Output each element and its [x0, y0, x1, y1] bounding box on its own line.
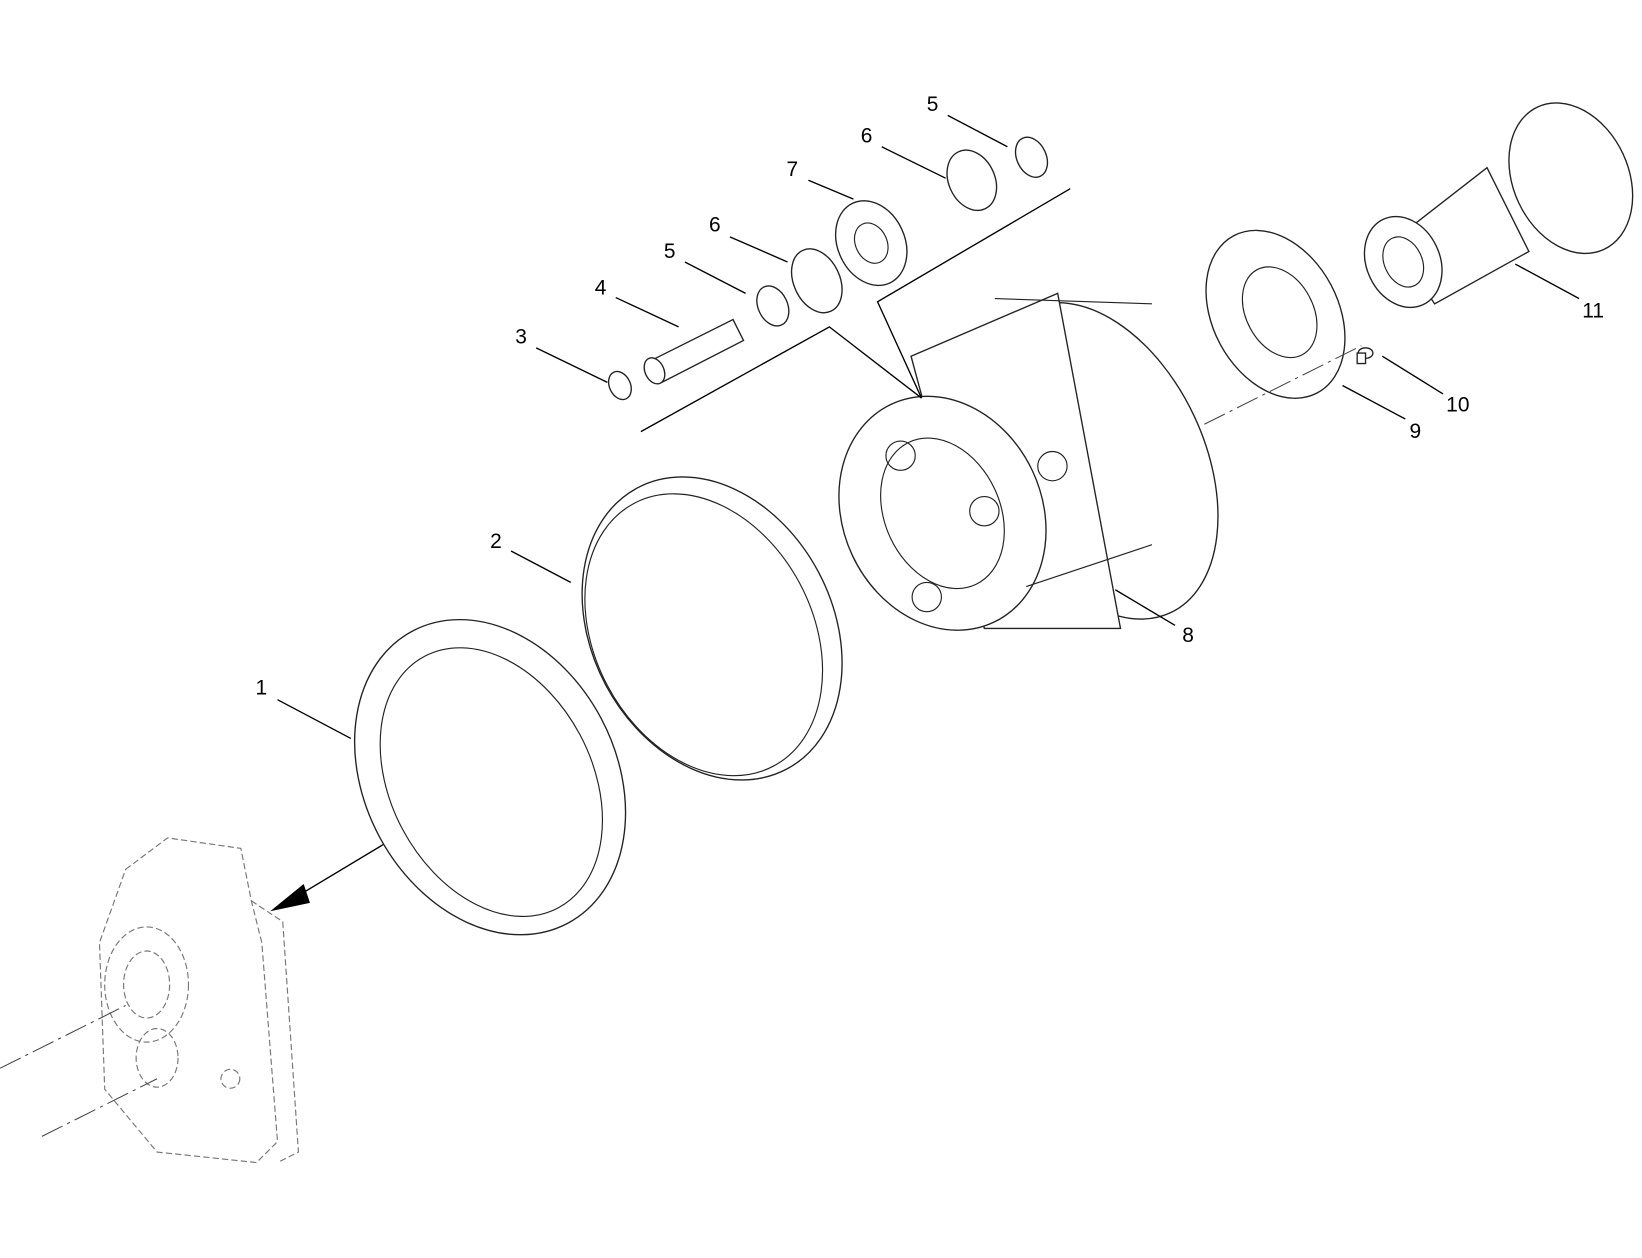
part-1-ring: [353, 618, 627, 936]
callout-6: 6: [861, 125, 873, 148]
callout-6: 6: [709, 214, 721, 237]
part-9-thrust-plate: [1204, 229, 1362, 425]
transmission-housing: [0, 837, 300, 1164]
callout-1: 1: [256, 676, 268, 699]
leader-lines: [277, 114, 1580, 740]
callout-3: 3: [515, 326, 527, 349]
callout-2: 2: [490, 530, 502, 553]
part-10-screw: [1356, 347, 1374, 365]
callout-10: 10: [1446, 394, 1469, 417]
callout-9: 9: [1410, 420, 1422, 443]
callout-7: 7: [786, 158, 798, 181]
part-5-washer: [756, 285, 790, 327]
callout-11: 11: [1582, 299, 1604, 322]
part-6-needle-bearing: [790, 248, 843, 314]
part-8-planet-carrier: [838, 292, 1219, 631]
callout-5: 5: [664, 240, 676, 263]
part-3-snap-ring: [607, 370, 632, 401]
callout-5: 5: [927, 93, 939, 116]
callout-8: 8: [1182, 624, 1194, 647]
callout-4: 4: [595, 276, 607, 299]
part-7-planet-gear: [834, 200, 908, 287]
planet-gear-subassembly: [607, 136, 1071, 433]
part-11-sun-gear-shaft: [1363, 102, 1634, 309]
part-2-ring: [581, 476, 843, 781]
